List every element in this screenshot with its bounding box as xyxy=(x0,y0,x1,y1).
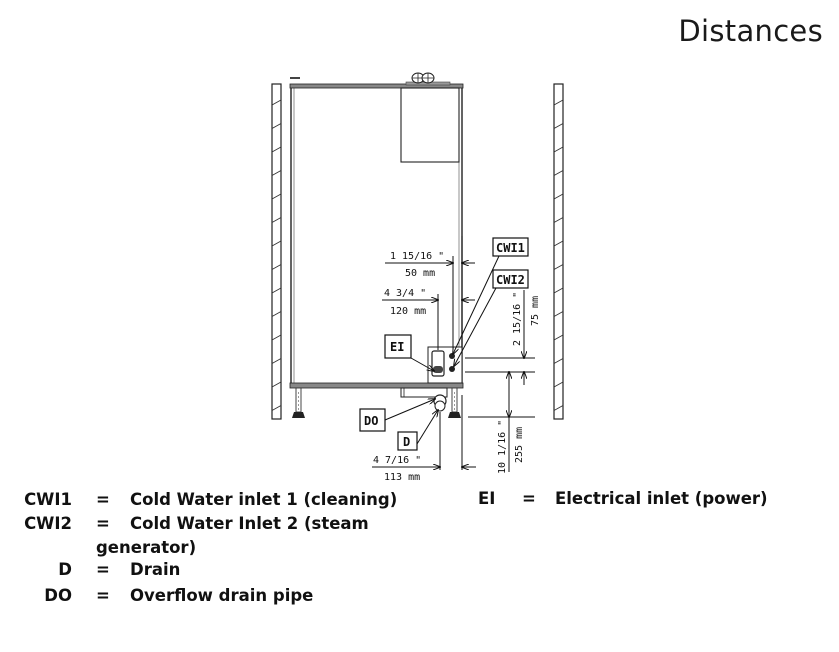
wall-hatch-line xyxy=(553,240,564,247)
wall-hatch-line xyxy=(553,381,564,388)
legend-code: CWI1 xyxy=(24,490,72,509)
dim-inlet-vertical-mm: 75 mm xyxy=(530,296,541,326)
page-title: Distances xyxy=(678,14,823,48)
legend-description: Cold Water inlet 1 (cleaning) xyxy=(130,490,398,509)
wall-hatch-line xyxy=(553,193,564,200)
wall-hatch-line xyxy=(553,170,564,176)
legend-row-d: D = Drain xyxy=(0,559,440,585)
legend-row-do: DO = Overflow drain pipe xyxy=(0,585,440,609)
wall-hatch-line xyxy=(271,146,282,153)
drain-pipe xyxy=(400,387,448,412)
legend-equals: = xyxy=(96,560,110,579)
wall-hatch-line xyxy=(271,405,282,411)
dim-cwi1-inches: 1 15/16 " xyxy=(390,251,444,262)
wall-hatch-line xyxy=(271,170,282,176)
dimension-cwi1-horizontal: 1 15/16 " 50 mm xyxy=(385,251,475,279)
legend-code: DO xyxy=(44,586,72,605)
svg-text:D: D xyxy=(403,435,410,449)
steam-generator-compartment xyxy=(400,87,460,163)
wall-hatch-line xyxy=(271,358,282,364)
tag-do: DO xyxy=(359,399,435,432)
wall-hatch-line xyxy=(271,240,282,247)
connection-box xyxy=(427,346,463,384)
left-wall xyxy=(271,83,282,420)
wall-hatch-line xyxy=(271,123,282,129)
wall-hatch-line xyxy=(553,405,564,411)
appliance-body xyxy=(289,72,464,389)
legend-equals: = xyxy=(522,489,536,508)
wall-hatch-line xyxy=(271,193,282,200)
wall-hatch-line xyxy=(553,123,564,129)
tag-ei: EI xyxy=(384,334,434,371)
dimension-drain-vertical: 10 1/16 " 255 mm xyxy=(468,372,535,474)
dim-cwi2-mm: 120 mm xyxy=(390,306,426,317)
legend-row-cwi2: CWI2 = Cold Water Inlet 2 (steam xyxy=(0,513,440,537)
dim-cwi2-inches: 4 3/4 " xyxy=(384,288,426,299)
wall-hatch-line xyxy=(553,287,564,294)
wall-hatch-line xyxy=(271,334,282,341)
legend-code: D xyxy=(58,560,72,579)
tag-d: D xyxy=(397,410,438,451)
legend-equals: = xyxy=(96,586,110,605)
legend: CWI1 = Cold Water inlet 1 (cleaning) CWI… xyxy=(0,489,440,609)
wall-hatch-line xyxy=(553,146,564,153)
wall-hatch-line xyxy=(271,264,282,270)
right-foot xyxy=(448,387,461,418)
tag-cwi2: CWI2 xyxy=(454,269,529,366)
cwi2-connector-icon xyxy=(449,366,455,372)
dim-drain-horizontal-mm: 113 mm xyxy=(384,472,420,483)
wall-hatch-line xyxy=(553,334,564,341)
dim-cwi1-mm: 50 mm xyxy=(405,268,435,279)
legend-equals: = xyxy=(96,490,110,509)
power-socket-icon xyxy=(433,366,443,373)
legend-description: Electrical inlet (power) xyxy=(555,489,768,508)
legend-row-cwi1: CWI1 = Cold Water inlet 1 (cleaning) xyxy=(0,489,440,513)
dim-drain-vertical-inches: 10 1/16 " xyxy=(497,420,508,474)
legend-equals: = xyxy=(96,514,110,533)
wall-hatch-line xyxy=(553,358,564,364)
dim-drain-vertical-mm: 255 mm xyxy=(514,427,525,463)
top-connector-icon xyxy=(405,72,451,86)
legend-description: Drain xyxy=(130,560,181,579)
wall-hatch-line xyxy=(271,287,282,294)
svg-text:DO: DO xyxy=(364,414,378,428)
svg-text:CWI2: CWI2 xyxy=(496,273,525,287)
cwi1-connector-icon xyxy=(449,353,455,359)
tag-cwi1: CWI1 xyxy=(453,237,529,354)
left-foot xyxy=(292,387,305,418)
wall-hatch-line xyxy=(271,381,282,388)
svg-text:CWI1: CWI1 xyxy=(496,241,525,255)
legend-code: EI xyxy=(478,489,496,508)
dimension-drain-horizontal: 4 7/16 " 113 mm xyxy=(372,412,476,483)
dimension-cwi2-horizontal: 4 3/4 " 120 mm xyxy=(382,288,475,317)
legend-description: Overflow drain pipe xyxy=(130,586,314,605)
wall-hatch-line xyxy=(553,99,564,106)
svg-text:EI: EI xyxy=(390,340,404,354)
legend-description: Cold Water Inlet 2 (steam xyxy=(130,514,369,533)
wall-hatch-line xyxy=(271,217,282,223)
dim-drain-horizontal-inches: 4 7/16 " xyxy=(373,455,421,466)
wall-hatch-line xyxy=(553,264,564,270)
legend-code: CWI2 xyxy=(24,514,72,533)
legend-row-cwi2-continuation: generator) xyxy=(0,537,440,559)
wall-hatch-line xyxy=(553,311,564,317)
dim-inlet-vertical-inches: 2 15/16 " xyxy=(512,292,523,346)
right-wall xyxy=(553,83,564,420)
wall-hatch-line xyxy=(271,99,282,106)
wall-hatch-line xyxy=(271,311,282,317)
wall-hatch-line xyxy=(553,217,564,223)
dimension-inlet-vertical: 2 15/16 " 75 mm xyxy=(465,290,541,385)
legend-description-continuation: generator) xyxy=(96,538,197,557)
